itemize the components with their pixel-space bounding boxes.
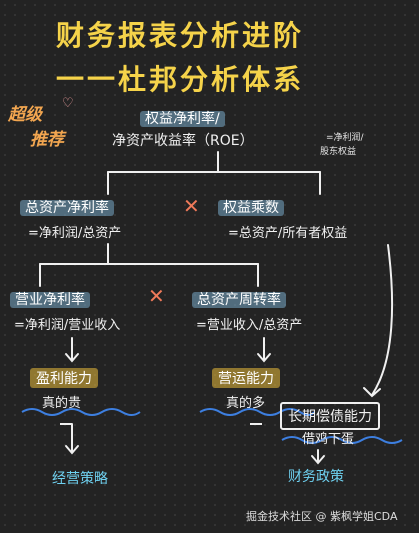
equity-multiplier-title: 权益乘数 (218, 200, 284, 216)
finance-policy-label: 财务政策 (288, 469, 344, 485)
wave-under-profitability (21, 408, 141, 416)
operating-note: 真的多 (226, 396, 266, 411)
net-margin-formula: =净利润/营业收入 (14, 318, 121, 333)
asset-turnover-formula: =营业收入/总资产 (196, 318, 303, 333)
roa-node: 总资产净利率 (20, 197, 114, 217)
solvency-note: 借鸡下蛋 (302, 432, 355, 447)
roe-formula: 净资产收益率（ROE） (112, 133, 254, 149)
equity-multiplier-formula: =总资产/所有者权益 (228, 226, 348, 241)
recommend-badge-line1: 超级 (8, 105, 42, 125)
page-title-line2: 一一杜邦分析体系 (56, 63, 305, 96)
roe-title: 权益净利率/ (140, 111, 225, 127)
wave-under-operating (199, 408, 315, 416)
asset-turnover-title: 总资产周转率 (192, 292, 286, 308)
solvency-label: 长期偿债能力 (280, 402, 380, 430)
operating-label: 营运能力 (212, 368, 280, 388)
asset-turnover-node: 总资产周转率 (192, 289, 286, 309)
strategy-label: 经营策略 (52, 471, 108, 487)
recommend-badge-line2: 推荐 (30, 130, 64, 150)
net-margin-node: 营业净利率 (10, 289, 90, 309)
roa-title: 总资产净利率 (20, 200, 114, 216)
arrow-to-operating (257, 337, 271, 363)
watermark: 掘金技术社区 @ 紫枫学姐CDA (246, 510, 398, 523)
arrow-to-finance-policy (311, 449, 325, 465)
multiply-icon-level2: ✕ (183, 194, 200, 218)
page-title-line1: 财务报表分析进阶 (56, 19, 305, 52)
heart-icon: ♡ (62, 96, 74, 111)
roa-formula: =净利润/总资产 (28, 226, 122, 241)
net-margin-title: 营业净利率 (10, 292, 90, 308)
roe-note-line1: =净利润/ (326, 133, 364, 143)
multiply-icon-level3: ✕ (148, 284, 165, 308)
arrow-to-strategy (65, 423, 79, 455)
profitability-note: 真的贵 (42, 396, 82, 411)
arrow-to-solvency (363, 244, 394, 398)
roe-note-line2: 股东权益 (320, 147, 357, 157)
wave-under-solvency (281, 436, 403, 444)
equity-multiplier-node: 权益乘数 (218, 197, 284, 217)
profitability-label: 盈利能力 (30, 368, 98, 388)
roe-node: 权益净利率/ (140, 108, 225, 128)
arrow-to-profitability (65, 337, 79, 363)
